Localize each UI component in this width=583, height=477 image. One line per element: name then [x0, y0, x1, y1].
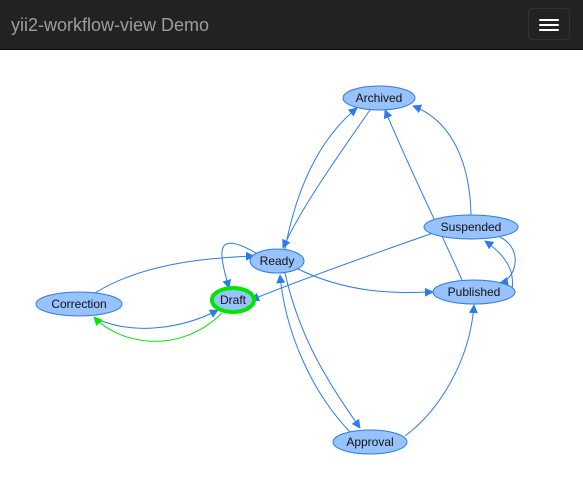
node-shape: [35, 291, 123, 317]
edge-correction-to-ready: [94, 251, 255, 294]
node-shape: [342, 85, 416, 111]
edge-ready-to-draft: [221, 242, 257, 289]
edge-archived-to-ready: [282, 109, 371, 249]
brand-title[interactable]: yii2-workflow-view Demo: [11, 15, 210, 35]
node-draft[interactable]: Draft: [210, 286, 256, 314]
node-shape: [332, 429, 408, 455]
node-shape: [210, 286, 256, 314]
node-shape: [249, 248, 305, 274]
edge-published-to-suspended: [484, 240, 514, 290]
edge-suspended-to-draft: [250, 231, 437, 302]
node-shape: [432, 279, 516, 305]
node-label: Correction: [51, 297, 106, 311]
edge-ready-to-archived: [284, 107, 358, 250]
node-shape: [423, 214, 519, 240]
node-approval[interactable]: Approval: [332, 429, 408, 455]
node-label: Draft: [220, 293, 247, 307]
edge-ready-to-approval: [284, 272, 361, 429]
edge-approval-to-ready: [276, 274, 351, 433]
edge-published-to-archived: [383, 109, 463, 281]
node-suspended[interactable]: Suspended: [423, 214, 519, 240]
node-published[interactable]: Published: [432, 279, 516, 305]
node-archived[interactable]: Archived: [342, 85, 416, 111]
node-ready[interactable]: Ready: [249, 248, 305, 274]
edge-ready-to-published: [295, 267, 434, 297]
node-label: Ready: [260, 254, 295, 268]
navbar-toggle-button[interactable]: [528, 8, 570, 40]
node-label: Suspended: [441, 220, 502, 234]
navbar: yii2-workflow-view Demo: [0, 0, 583, 50]
node-label: Archived: [356, 91, 403, 105]
edge-correction-to-draft: [94, 309, 219, 329]
node-label: Published: [448, 285, 501, 299]
edge-draft-to-correction: [93, 312, 223, 342]
node-correction[interactable]: Correction: [35, 291, 123, 317]
edge-approval-to-published: [404, 304, 478, 437]
node-label: Approval: [346, 435, 393, 449]
edge-suspended-to-archived: [412, 104, 472, 216]
edge-suspended-to-published: [499, 236, 516, 286]
